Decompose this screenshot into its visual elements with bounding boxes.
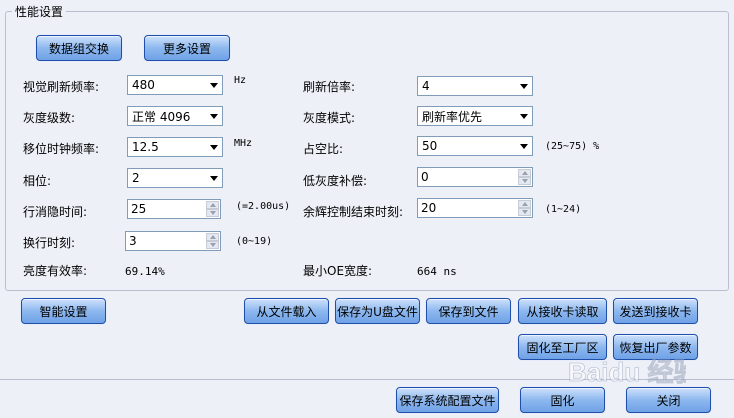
chevron-down-icon <box>210 145 218 150</box>
shift-clock-value: 12.5 <box>132 140 159 154</box>
afterglow-end-note: (1~24) <box>545 204 582 215</box>
duty-ratio-label: 占空比: <box>303 142 344 156</box>
refresh-rate-unit: Hz <box>234 75 247 86</box>
phase-select[interactable]: 2 <box>127 168 223 188</box>
chevron-down-icon <box>210 176 218 181</box>
performance-settings-group <box>5 11 729 291</box>
line-blank-time-note: (=2.00us) <box>236 201 291 212</box>
spin-down-icon[interactable] <box>518 177 531 185</box>
more-settings-button[interactable]: 更多设置 <box>144 35 230 61</box>
line-change-time-note: (0~19) <box>236 236 273 247</box>
gray-level-select[interactable]: 正常 4096 <box>127 106 223 126</box>
min-oe-width-label: 最小OE宽度: <box>303 264 373 278</box>
phase-value: 2 <box>132 171 140 185</box>
spin-up-icon[interactable] <box>206 233 219 241</box>
chevron-down-icon <box>520 144 528 149</box>
afterglow-end-spinbox[interactable]: 20 <box>417 198 533 218</box>
spin-down-icon[interactable] <box>518 208 531 216</box>
brightness-efficiency-value: 69.14% <box>125 265 165 278</box>
chevron-down-icon <box>210 83 218 88</box>
spin-down-icon[interactable] <box>206 241 219 249</box>
gray-mode-value: 刷新率优先 <box>422 109 483 124</box>
spin-up-icon[interactable] <box>518 169 531 177</box>
refresh-rate-label: 视觉刷新频率: <box>23 80 100 94</box>
line-blank-time-value: 25 <box>131 202 147 216</box>
chevron-down-icon <box>520 84 528 89</box>
save-system-config-button[interactable]: 保存系统配置文件 <box>396 387 499 413</box>
refresh-rate-select[interactable]: 480 <box>127 75 223 95</box>
gray-mode-select[interactable]: 刷新率优先 <box>417 106 533 126</box>
solidify-factory-button[interactable]: 固化至工厂区 <box>518 334 607 360</box>
spin-up-icon[interactable] <box>518 200 531 208</box>
min-oe-width-value: 664 ns <box>417 265 457 278</box>
brightness-efficiency-label: 亮度有效率: <box>23 264 88 278</box>
save-as-u-disk-button[interactable]: 保存为U盘文件 <box>335 298 420 324</box>
solidify-button[interactable]: 固化 <box>520 387 605 413</box>
spin-down-icon[interactable] <box>206 209 219 217</box>
smart-settings-button[interactable]: 智能设置 <box>21 298 106 324</box>
spin-up-icon[interactable] <box>206 201 219 209</box>
send-to-card-button[interactable]: 发送到接收卡 <box>613 298 698 324</box>
low-gray-comp-spinbox[interactable]: 0 <box>417 167 533 187</box>
line-change-time-spinbox[interactable]: 3 <box>125 231 221 251</box>
duty-ratio-select[interactable]: 50 <box>417 136 533 156</box>
save-to-file-button[interactable]: 保存到文件 <box>426 298 511 324</box>
gray-level-label: 灰度级数: <box>23 111 76 125</box>
gray-level-value: 正常 4096 <box>132 109 191 124</box>
refresh-multiplier-value: 4 <box>422 79 430 93</box>
close-button[interactable]: 关闭 <box>626 387 711 413</box>
chevron-down-icon <box>520 114 528 119</box>
restore-factory-button[interactable]: 恢复出厂参数 <box>613 334 698 360</box>
low-gray-comp-value: 0 <box>421 170 429 184</box>
afterglow-end-label: 余辉控制结束时刻: <box>303 205 404 219</box>
refresh-multiplier-label: 刷新倍率: <box>303 80 356 94</box>
gray-mode-label: 灰度模式: <box>303 111 356 125</box>
watermark-text: Baidu 经验 <box>568 357 686 387</box>
load-from-file-button[interactable]: 从文件载入 <box>244 298 329 324</box>
footer-divider <box>0 379 734 380</box>
read-from-card-button[interactable]: 从接收卡读取 <box>518 298 607 324</box>
chevron-down-icon <box>210 114 218 119</box>
low-gray-comp-label: 低灰度补偿: <box>303 174 368 188</box>
line-blank-time-spinbox[interactable]: 25 <box>127 199 221 219</box>
data-group-swap-button[interactable]: 数据组交换 <box>36 35 122 61</box>
line-change-time-label: 换行时刻: <box>23 236 76 250</box>
shift-clock-unit: MHz <box>234 138 253 149</box>
refresh-multiplier-select[interactable]: 4 <box>417 76 533 96</box>
group-title: 性能设置 <box>12 3 67 20</box>
shift-clock-label: 移位时钟频率: <box>23 142 100 156</box>
line-blank-time-label: 行消隐时间: <box>23 205 88 219</box>
duty-ratio-note: (25~75) % <box>545 141 600 152</box>
phase-label: 相位: <box>23 174 52 188</box>
refresh-rate-value: 480 <box>132 78 155 92</box>
shift-clock-select[interactable]: 12.5 <box>127 137 223 157</box>
afterglow-end-value: 20 <box>421 201 437 215</box>
line-change-time-value: 3 <box>129 234 137 248</box>
duty-ratio-value: 50 <box>422 139 438 153</box>
